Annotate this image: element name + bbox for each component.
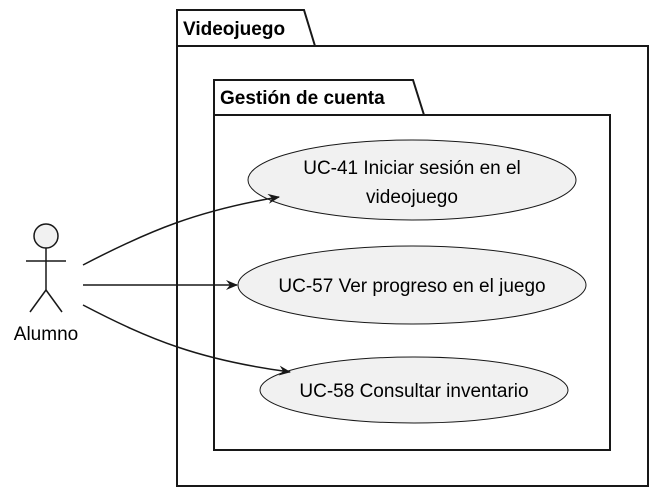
package-videojuego-tab bbox=[176, 9, 316, 47]
package-videojuego-title: Videojuego bbox=[183, 19, 285, 40]
usecase-uc-41-ellipse bbox=[247, 139, 577, 221]
actor-left-leg-icon bbox=[29, 289, 47, 313]
actor-label: Alumno bbox=[14, 324, 78, 345]
package-gestion-tab bbox=[213, 79, 425, 116]
usecase-uc-57-ellipse bbox=[237, 245, 587, 325]
association-alumno-uc-58 bbox=[82, 304, 291, 376]
actor-head-icon bbox=[33, 223, 59, 249]
actor-right-leg-icon bbox=[45, 289, 63, 313]
package-gestion-title: Gestión de cuenta bbox=[220, 88, 385, 109]
usecase-uc-57[interactable]: UC-57 Ver progreso en el juego bbox=[237, 245, 587, 325]
actor-alumno[interactable]: Alumno bbox=[14, 223, 78, 345]
usecase-uc-41-label-line1: UC-41 Iniciar sesión en el bbox=[303, 158, 521, 179]
usecase-uc-58-ellipse bbox=[259, 356, 569, 424]
usecase-uc-41-label-line2: videojuego bbox=[366, 187, 458, 208]
usecase-uc-57-label: UC-57 Ver progreso en el juego bbox=[278, 276, 545, 297]
usecase-uc-58-label: UC-58 Consultar inventario bbox=[299, 381, 528, 402]
usecase-uc-58[interactable]: UC-58 Consultar inventario bbox=[259, 356, 569, 424]
association-alumno-uc-41 bbox=[82, 193, 280, 266]
usecase-uc-41[interactable]: UC-41 Iniciar sesión en el videojuego bbox=[247, 139, 577, 221]
